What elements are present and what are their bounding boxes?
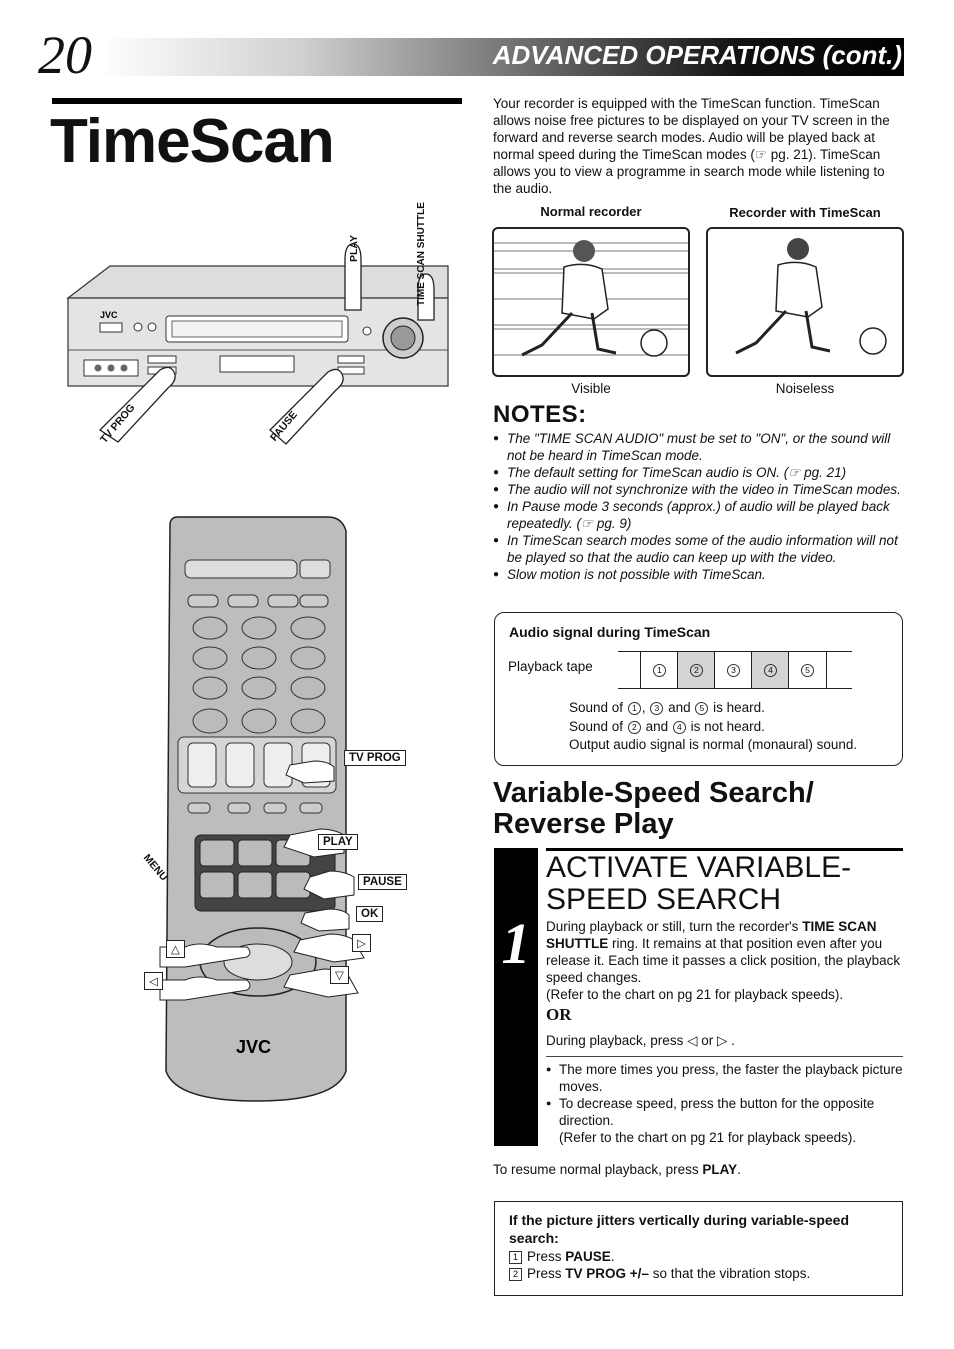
vcr-play-label: PLAY xyxy=(348,234,360,262)
jitter-tip-box xyxy=(494,1201,903,1296)
step-number: 1 xyxy=(501,911,531,976)
visible-label: Visible xyxy=(571,381,611,396)
resume-instruction: To resume normal playback, press PLAY. xyxy=(493,1162,741,1177)
jitter-tip-title: If the picture jitters vertically during… xyxy=(509,1212,849,1246)
notes-heading: NOTES: xyxy=(493,401,587,428)
remote-down-arrow-icon: ▽ xyxy=(330,966,349,984)
timescan-recorder-caption: Recorder with TimeScan xyxy=(729,205,881,220)
tape-bottom-rule xyxy=(618,688,852,689)
section-title-line: Reverse Play xyxy=(493,808,674,840)
audio-not-heard-line: Sound of 2 and 4 is not heard. xyxy=(569,719,765,734)
remote-illustration: JVC xyxy=(159,516,365,1102)
audio-box-title: Audio signal during TimeScan xyxy=(509,624,711,640)
timescan-recorder-frame xyxy=(706,227,904,377)
step-bullet: The more times you press, the faster the… xyxy=(546,1061,906,1095)
note-item: In TimeScan search modes some of the aud… xyxy=(493,532,908,566)
playback-tape-label: Playback tape xyxy=(508,659,593,674)
tape-segment: 3 xyxy=(714,652,752,688)
vcr-brand-label: JVC xyxy=(100,310,118,320)
note-item: The default setting for TimeScan audio i… xyxy=(493,464,908,481)
audio-heard-line: Sound of 1, 3 and 5 is heard. xyxy=(569,700,765,715)
vcr-shuttle-label: TIME SCAN SHUTTLE xyxy=(416,202,427,306)
remote-pause-callout: PAUSE xyxy=(358,874,407,890)
vcr-illustration: JVC xyxy=(66,243,449,445)
step-number-bar xyxy=(494,848,538,1146)
notes-list: The "TIME SCAN AUDIO" must be set to "ON… xyxy=(493,430,908,583)
tape-segment-muted: 2 xyxy=(677,652,715,688)
tape-top-rule xyxy=(618,651,852,652)
noiseless-label: Noiseless xyxy=(775,381,835,396)
section-header-title: ADVANCED OPERATIONS (cont.) xyxy=(492,40,902,70)
or-instruction: During playback, press ◁ or ▷ . xyxy=(546,1033,735,1048)
remote-left-arrow-icon: ◁ xyxy=(144,972,163,990)
tape-segment: 1 xyxy=(640,652,678,688)
note-item: The audio will not synchronize with the … xyxy=(493,481,908,498)
remote-brand-label: JVC xyxy=(236,1037,271,1057)
step-title-rule xyxy=(546,848,903,851)
step-bullet: To decrease speed, press the button for … xyxy=(546,1095,906,1146)
section-title: Variable-Speed Search/ Reverse Play xyxy=(493,778,814,840)
audio-output-line: Output audio signal is normal (monaural)… xyxy=(569,737,858,752)
remote-ok-callout: OK xyxy=(356,906,384,922)
audio-signal-box xyxy=(494,612,903,766)
title-rule xyxy=(52,98,462,104)
section-title-line: Variable-Speed Search/ xyxy=(493,777,814,809)
step-title: ACTIVATE VARIABLE-SPEED SEARCH xyxy=(546,851,852,916)
intro-paragraph: Your recorder is equipped with the TimeS… xyxy=(493,96,890,196)
note-item: The "TIME SCAN AUDIO" must be set to "ON… xyxy=(493,430,908,464)
header-bar xyxy=(100,38,904,76)
clean-picture-image xyxy=(735,238,887,355)
step-body: During playback or still, turn the recor… xyxy=(546,919,901,1002)
remote-play-callout: PLAY xyxy=(318,834,358,850)
step-divider xyxy=(546,1056,903,1057)
tape-segment: 5 xyxy=(788,652,827,688)
tape-segment-muted: 4 xyxy=(751,652,789,688)
or-label: OR xyxy=(546,1005,572,1024)
page-title: TimeScan xyxy=(50,107,335,176)
note-item: Slow motion is not possible with TimeSca… xyxy=(493,566,908,583)
normal-recorder-caption: Normal recorder xyxy=(540,204,642,219)
normal-recorder-frame xyxy=(492,227,690,377)
step-bullets: The more times you press, the faster the… xyxy=(546,1061,906,1146)
remote-right-arrow-icon: ▷ xyxy=(352,934,371,952)
noisy-picture-image xyxy=(494,240,688,357)
page-number: 20 xyxy=(38,25,92,85)
remote-tvprog-callout: TV PROG xyxy=(344,750,406,766)
remote-up-arrow-icon: △ xyxy=(166,940,185,958)
note-item: In Pause mode 3 seconds (approx.) of aud… xyxy=(493,498,908,532)
